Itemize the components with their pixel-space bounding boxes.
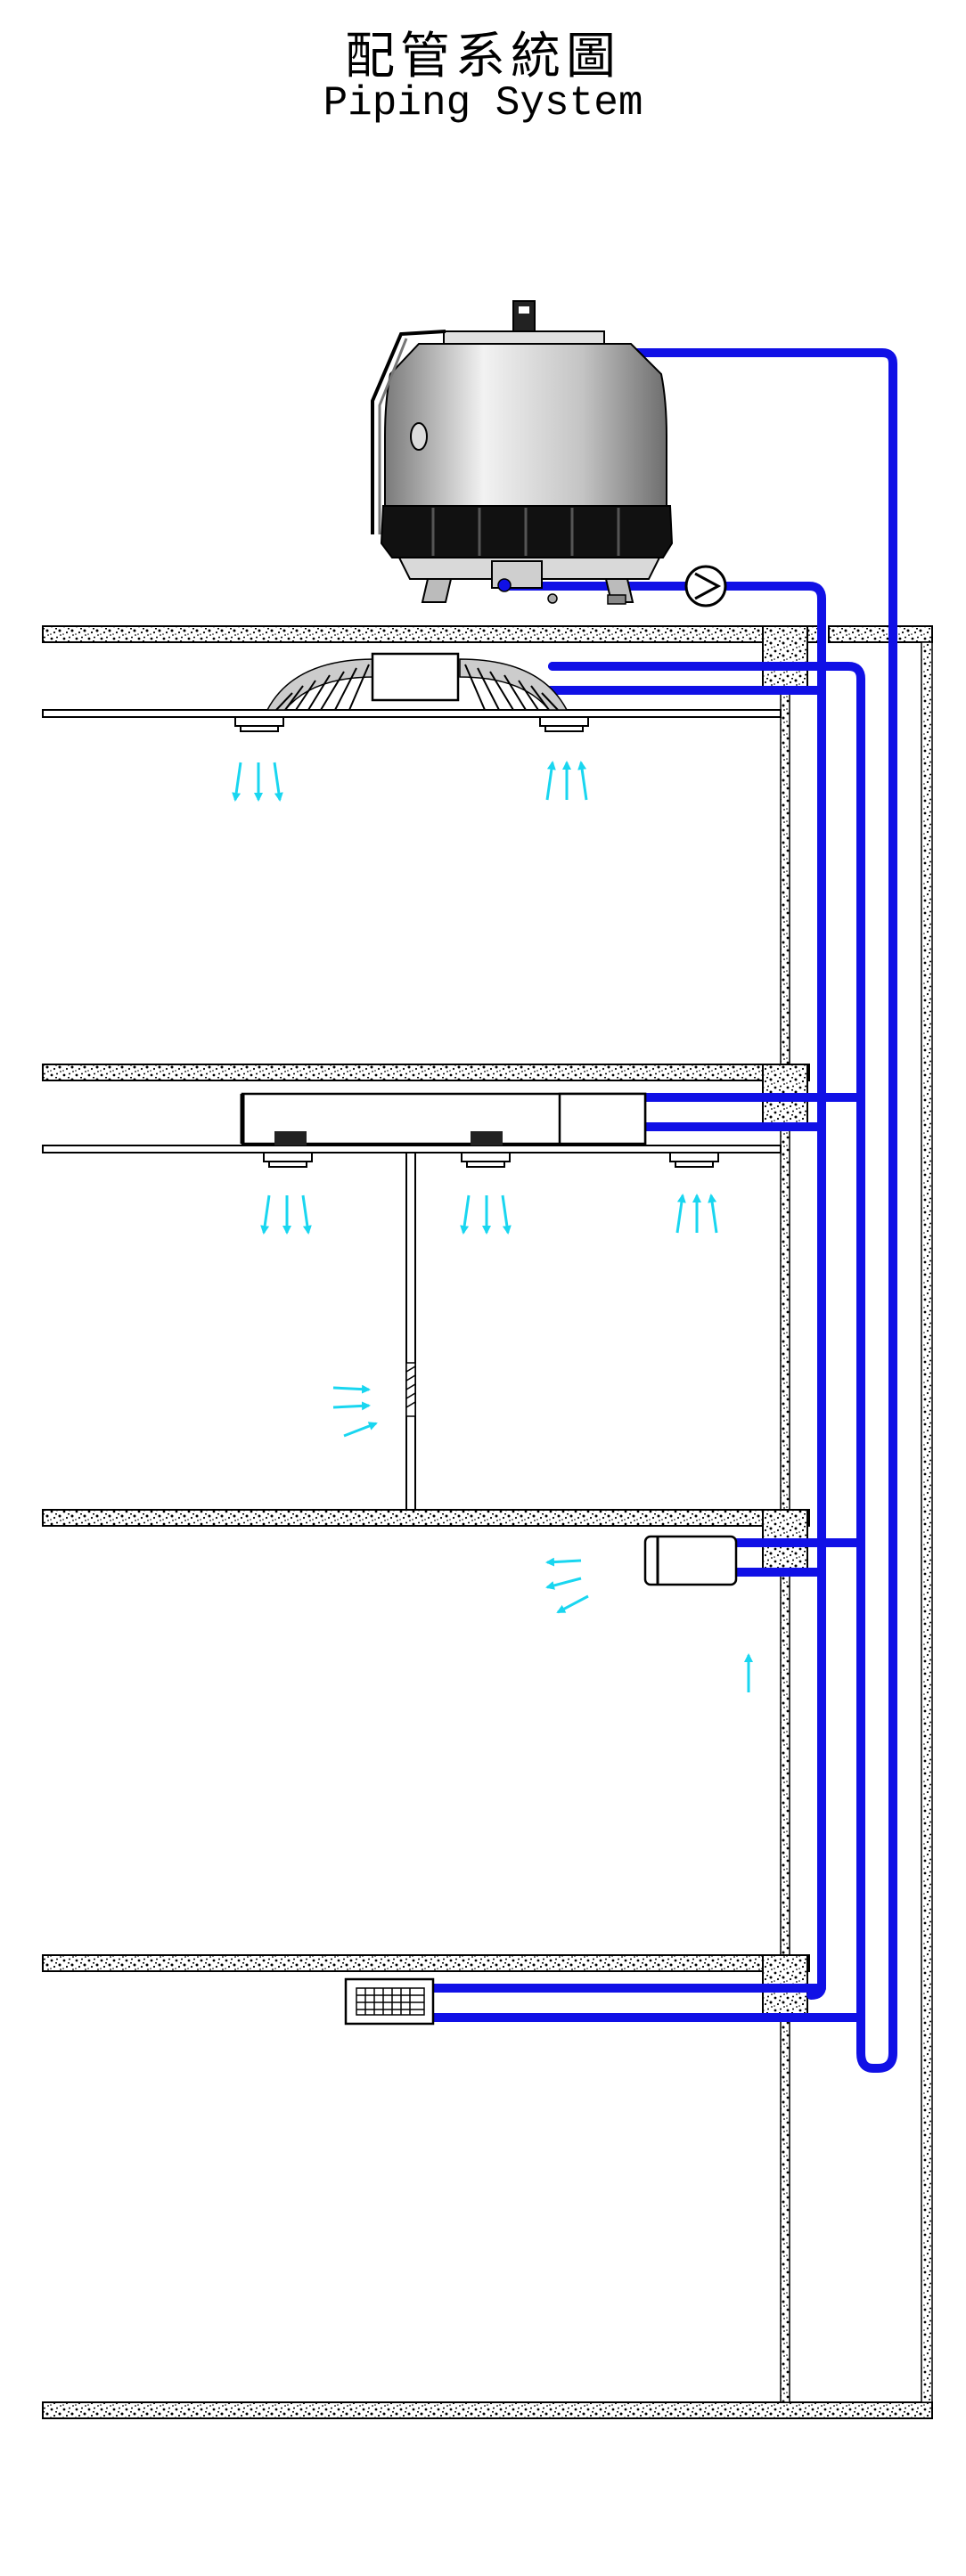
building-structure (42, 625, 933, 2419)
floor-slab-2 (42, 1064, 810, 1081)
title-english: Piping System (323, 80, 643, 126)
title-chinese: 配管系統圖 (345, 28, 621, 86)
pump-icon (684, 565, 727, 607)
roof-slab (42, 625, 819, 643)
shaft-wall-outer (921, 641, 933, 2403)
water-piping (428, 348, 897, 2073)
ceiling-fan-coil-icon (234, 652, 589, 732)
floor-console-unit-icon (344, 1977, 435, 2026)
middle-riser (548, 662, 865, 2053)
pump-discharge-pipe (503, 582, 826, 2000)
airflow-arrow-icon (232, 761, 753, 1692)
ducted-fan-coil-icon (240, 1092, 719, 1168)
ceiling-board-1 (42, 709, 782, 718)
tower-supply-pipe (602, 348, 897, 2073)
ceiling-board-2 (42, 1145, 782, 1153)
partition-vent (405, 1362, 416, 1417)
roof-slab-right (828, 625, 933, 643)
ground-slab (42, 2401, 933, 2419)
floor-slab-3 (42, 1509, 810, 1527)
partition-wall (405, 1152, 416, 1511)
pipe-sleeve-roof (762, 625, 808, 689)
floor-slab-4 (42, 1954, 810, 1972)
wall-mounted-unit-icon (643, 1535, 738, 1586)
cooling-tower-icon (371, 300, 674, 605)
